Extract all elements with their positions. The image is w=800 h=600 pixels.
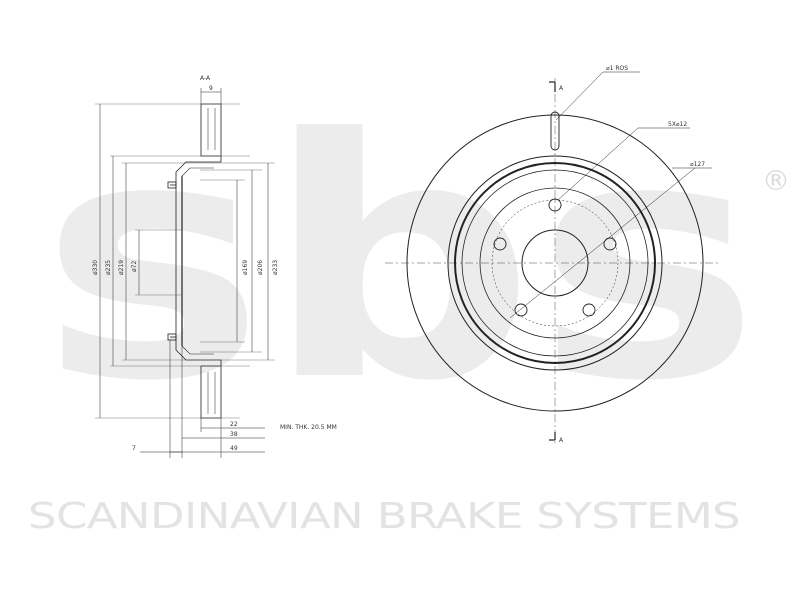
dim-7: 7 [132, 445, 136, 452]
dim-206: ø206 [257, 260, 264, 275]
dim-219: ø219 [118, 260, 125, 275]
brand-watermark: sbs ® SCANDINAVIAN BRAKE SYSTEMS [28, 69, 790, 537]
brand-tagline: SCANDINAVIAN BRAKE SYSTEMS [28, 496, 740, 537]
disc-outer-edge [406, 114, 704, 412]
dim-330: ø330 [92, 260, 99, 275]
bolt-hole [582, 303, 596, 317]
section-view: A-A [92, 75, 337, 458]
registered-mark: ® [762, 164, 790, 197]
section-label: A-A [200, 75, 211, 82]
dim-9: 9 [209, 85, 213, 92]
section-marker-top: A [559, 85, 564, 92]
dim-235: ø235 [105, 260, 112, 275]
bolt-holes-label: 5X⌀12 [668, 121, 687, 128]
pcd-label: ⌀127 [690, 161, 705, 168]
slot-label: ⌀1 ROS [606, 65, 628, 72]
dim-72: ø72 [131, 261, 138, 272]
bolt-hole [548, 198, 562, 212]
bolt-hole [603, 237, 617, 251]
dim-49: 49 [230, 445, 238, 452]
bolt-holes [493, 198, 617, 317]
dim-38: 38 [230, 431, 238, 438]
friction-ring-inner [447, 155, 663, 371]
bolt-hole [514, 303, 528, 317]
center-bore [521, 229, 589, 297]
watermark-logo: sbs [40, 69, 760, 453]
dim-22: 22 [230, 421, 238, 428]
disc-slot [550, 111, 560, 151]
section-marker-bottom: A [559, 437, 564, 444]
dim-169: ø169 [242, 260, 249, 275]
front-view: A A ⌀1 ROS 5X⌀12 ⌀127 [385, 65, 718, 445]
bolt-hole [493, 237, 507, 251]
min-thickness: MIN. THK. 20.5 MM [280, 424, 337, 431]
dim-233: ø233 [272, 260, 279, 275]
hat-outer [479, 187, 631, 339]
